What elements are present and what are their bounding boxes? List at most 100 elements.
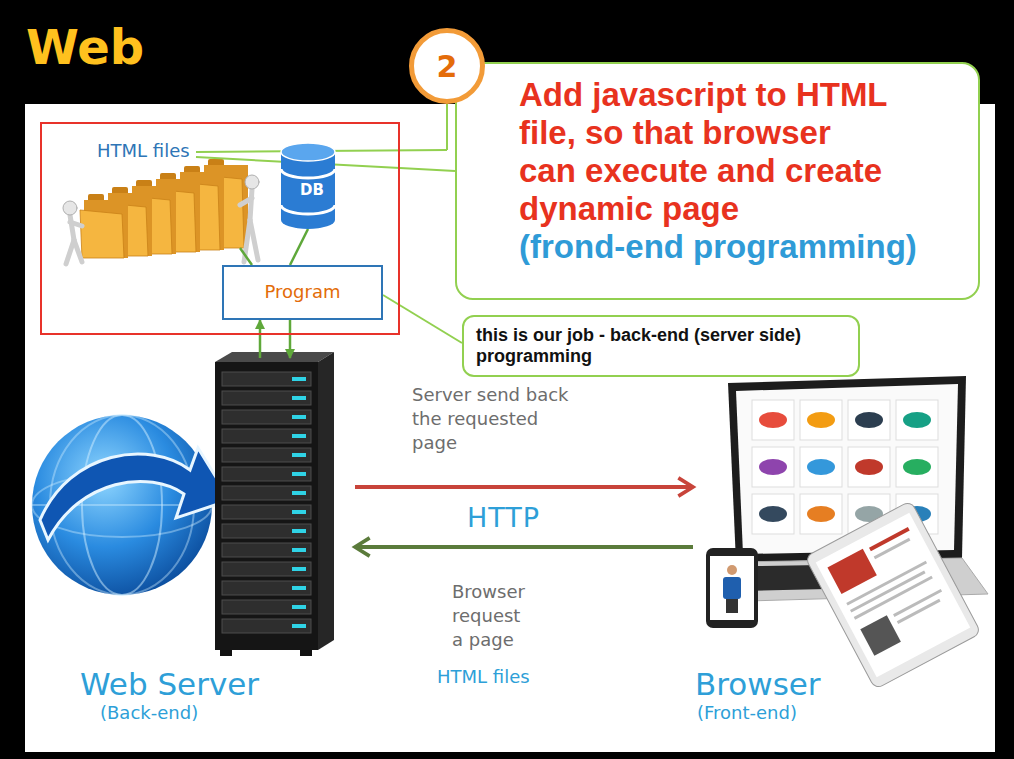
server-rack [222,505,311,519]
connector-line [290,229,308,265]
tablet-illustration [860,615,901,656]
person-figure [240,198,252,205]
server-rack [222,486,311,500]
laptop-illustration [855,459,883,475]
group-title: Browser [695,666,821,702]
folder-illustration [200,175,244,248]
server-rack [220,650,232,656]
laptop-illustration [800,447,842,487]
laptop-illustration [896,447,938,487]
phone-illustration [727,565,737,575]
edge-label-box: Browser request a page [452,580,532,652]
person-figure [63,201,77,215]
phone-illustration [706,548,758,628]
cylinder-band [281,169,335,178]
label-box: HTTP [467,502,540,534]
laptop-illustration [896,494,938,534]
server-rack [222,543,311,557]
globe-illustration [50,415,194,595]
tablet-illustration [850,571,926,613]
laptop-illustration [728,376,966,562]
server-rack [292,624,306,628]
laptop-illustration [744,563,956,591]
folder-illustration [128,196,172,254]
group-title: Web Server [80,666,259,702]
laptop-illustration [759,412,787,428]
server-rack [292,510,306,514]
connector-line [240,248,252,265]
person-figure [66,240,74,264]
region-label: HTML files [97,140,190,162]
request-arrow [355,545,693,549]
laptop-illustration [800,400,842,440]
globe-illustration [32,415,230,595]
leader-line [383,295,462,343]
tablet-illustration [897,599,941,624]
callout-subtext: (frond-end programming) [519,228,968,266]
phone-illustration [710,556,754,620]
tablet-illustration [874,538,911,559]
server-rack [318,352,334,650]
server-rack [292,605,306,609]
person-figure [245,175,259,189]
folder-illustration [208,159,224,167]
laptop-illustration [752,494,794,534]
callout-number-text: 2 [437,49,458,84]
person-figure [250,220,258,260]
folder-illustration [84,200,128,258]
edge-label: Browser request a page [452,580,532,652]
folder-illustration [136,180,152,188]
folder-illustration [204,165,248,248]
server-region: HTML filesDB Program [40,122,400,335]
note-text: this is our job - back-end (server side)… [476,325,846,367]
server-rack [292,567,306,571]
tablet-illustration [854,576,933,620]
laptop-illustration [903,506,931,522]
callout-number: 2 [409,28,485,104]
laptop-illustration [714,376,988,602]
folder-illustration [132,186,176,254]
server-rack [222,619,311,633]
folder-illustration [112,187,128,195]
laptop-illustration [848,447,890,487]
group-subtitle: (Back-end) [100,702,198,724]
phone-illustration [726,599,738,613]
phone-illustration [723,577,741,599]
laptop-illustration [752,400,794,440]
server-rack [215,352,334,656]
server-rack [222,391,311,405]
laptop-illustration [807,459,835,475]
laptop-illustration [855,506,883,522]
server-rack [222,429,311,443]
laptop-illustration [903,459,931,475]
server-rack [292,586,306,590]
response-arrow [355,485,693,489]
tablet-illustration [846,561,927,606]
server-rack [292,377,306,381]
server-rack [292,453,306,457]
server-rack [222,524,311,538]
server-rack [222,372,311,633]
laptop-illustration [807,506,835,522]
protocol-label: HTTP [467,502,540,534]
client-group: Browser(Front-end) [693,370,985,730]
laptop-illustration [855,412,883,428]
server-rack [292,548,306,552]
server-rack [222,410,311,424]
laptop-illustration [848,494,890,534]
flow-arrow [289,320,292,358]
globe-illustration [32,473,212,537]
person-figure [70,215,74,240]
laptop-illustration [903,412,931,428]
server-rack [300,650,312,656]
server-rack [292,396,306,400]
title-box: Web [26,18,144,76]
person-figure [244,220,250,262]
laptop-illustration [759,506,787,522]
database-label: DB [281,181,343,199]
flow-arrow [259,320,262,358]
person-figure [74,240,82,262]
process-label: Program [265,281,341,303]
title: Web [26,18,144,76]
